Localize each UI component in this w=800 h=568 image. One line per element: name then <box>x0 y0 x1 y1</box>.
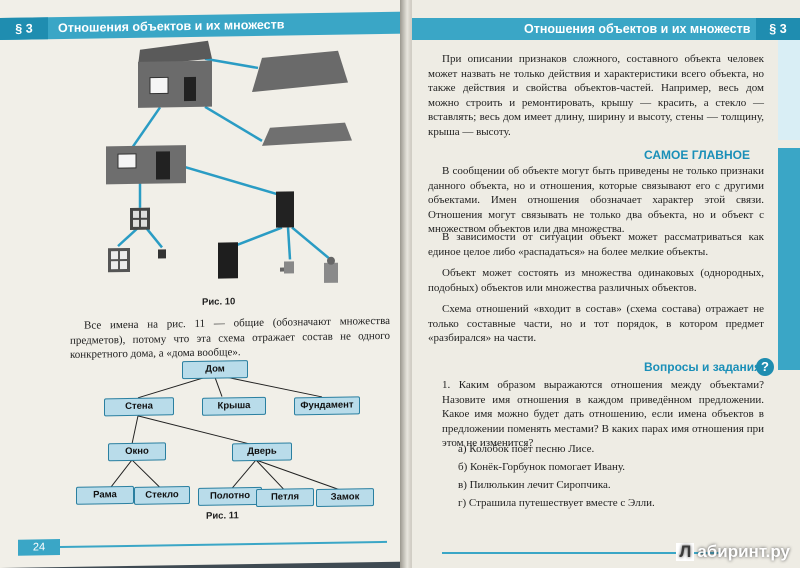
house-image <box>138 40 212 108</box>
right-header-title: Отношения объектов и их множеств <box>524 22 751 36</box>
tree-node-frame: Рама <box>76 485 134 505</box>
door-leaf-image <box>218 242 238 279</box>
summary-paragraph-1: В сообщении об объекте могут быть привед… <box>428 165 764 235</box>
figure-10-illustration <box>106 40 352 492</box>
tree-node-lock: Замок <box>316 488 374 508</box>
left-page: § 3 Отношения объектов и их множеств <box>0 0 405 568</box>
right-section-badge: § 3 <box>756 18 800 40</box>
glass-image <box>158 249 166 259</box>
wall-image <box>106 145 186 185</box>
figure-11-connectors <box>109 374 343 492</box>
question-icon: ? <box>756 358 774 376</box>
figure-11-caption: Рис. 11 <box>206 510 239 522</box>
frame-image <box>108 247 130 273</box>
question-item-d: г) Страшила путешествует вместе с Элли. <box>458 497 655 509</box>
side-tab-light <box>778 40 800 140</box>
summary-paragraph-2: В зависимости от ситуации объект может р… <box>428 231 764 258</box>
figure-10-connectors <box>117 57 333 262</box>
tree-node-roof: Крыша <box>202 396 266 416</box>
window-image <box>130 207 150 230</box>
tree-node-glass: Стекло <box>134 486 190 505</box>
question-item-b: б) Конёк-Горбунок помогает Ивану. <box>458 461 626 473</box>
hinge-image <box>280 261 294 274</box>
question-item-a: а) Колобок поёт песню Лисе. <box>458 443 595 455</box>
watermark-logo-letter: Л <box>676 543 695 561</box>
tree-node-door-leaf: Полотно <box>198 486 262 506</box>
door-image <box>276 191 294 228</box>
figure-10-caption: Рис. 10 <box>202 296 236 308</box>
question-item-c: в) Пилюлькин лечит Сиропчика. <box>458 479 611 491</box>
roof-image <box>252 50 348 93</box>
questions-heading: Вопросы и задания <box>644 360 762 374</box>
tree-node-root: Дом <box>182 360 248 380</box>
page-number: 24 <box>18 539 60 556</box>
tree-node-window: Окно <box>108 442 166 462</box>
tree-node-door: Дверь <box>232 442 292 462</box>
summary-paragraph-4: Схема отношений «входит в состав» (схема… <box>428 303 764 344</box>
side-tab <box>778 148 800 370</box>
right-page: Отношения объектов и их множеств § 3 При… <box>412 0 800 568</box>
tree-node-hinge: Петля <box>256 488 314 507</box>
footer-rule <box>60 540 387 549</box>
right-footer-rule <box>442 552 720 554</box>
question-1: 1. Каким образом выражаются отношения ме… <box>442 379 764 449</box>
intro-paragraph: При описании признаков сложного, составн… <box>428 53 764 138</box>
tree-node-wall: Стена <box>104 397 174 417</box>
right-header: Отношения объектов и их множеств § 3 <box>412 18 800 40</box>
foundation-image <box>262 122 352 146</box>
summary-heading: САМОЕ ГЛАВНОЕ <box>644 148 750 162</box>
tree-node-foundation: Фундамент <box>294 396 360 416</box>
lock-image <box>324 256 338 283</box>
summary-paragraph-3: Объект может состоять из множества одина… <box>428 267 764 294</box>
watermark-text: абиринт.ру <box>697 542 790 561</box>
left-paragraph: Все имена на рис. 11 — общие (обозначают… <box>70 314 390 361</box>
